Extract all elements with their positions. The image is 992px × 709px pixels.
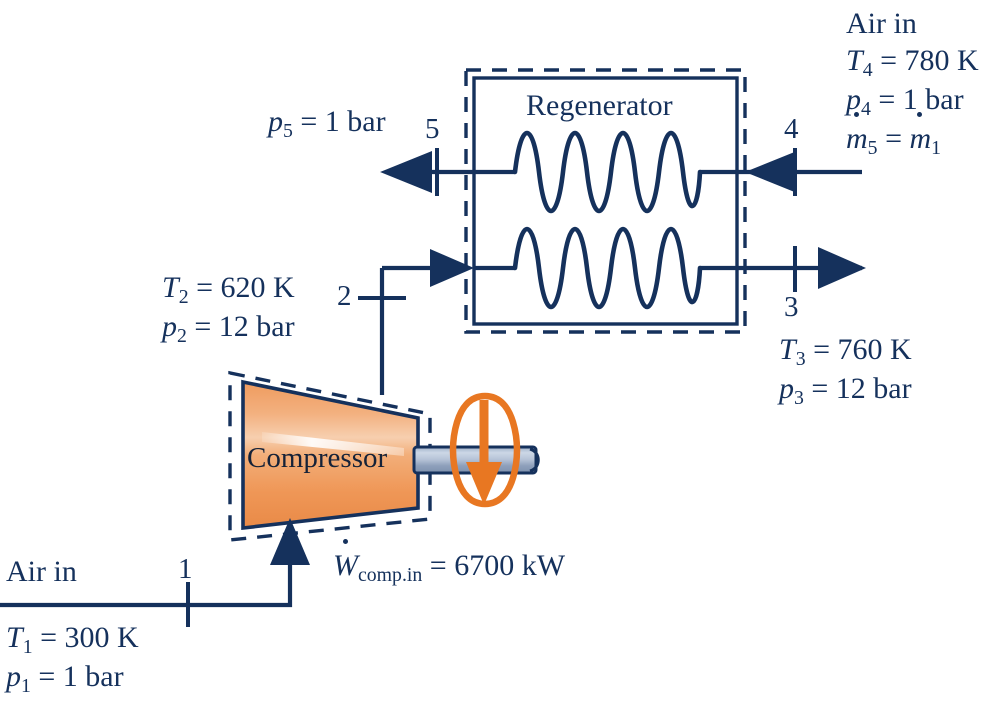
station-label-3: 3 [784,291,799,323]
arrowhead-state1 [270,518,310,565]
state5-annotation: p5 = 1 bar [268,104,386,143]
regenerator-box [472,76,739,326]
massflow-subscript-1: 1 [931,136,942,159]
state2-line2: p2 = 12 bar [162,309,295,348]
regenerator-dashed-boundary [464,68,747,334]
air-in-top-line3: p4 = 1 bar [846,82,979,121]
work-input-annotation: Wcomp.in = 6700 kW [333,539,566,587]
shaft-end-cap [529,447,540,473]
temperature-value-2: = 620 K [196,271,295,304]
work-value: = 6700 kW [429,549,566,582]
compressor-label: Compressor [247,442,388,474]
temperature-symbol-2: T [162,271,179,304]
arrowhead-state4 [745,151,797,193]
rotation-arrowhead [466,462,502,505]
state2-annotation: T2 = 620 K p2 = 12 bar [162,270,295,348]
state1-annotation: T1 = 300 K p1 = 1 bar [6,620,139,698]
regenerator-label: Regenerator [526,89,673,122]
pressure-symbol-1: p [6,660,21,694]
pressure-symbol-4: p [846,82,861,116]
pressure-subscript-1: 1 [21,675,31,698]
pressure-value-2: = 12 bar [194,310,295,344]
temperature-value-4: = 780 K [880,43,979,77]
arrowhead-state5 [380,151,432,193]
arrowhead-state3 [818,247,866,289]
station-label-4: 4 [784,113,799,145]
work-dot [342,539,348,544]
air-in-top-line1: Air in [846,7,917,40]
pressure-subscript-5: 5 [283,119,293,142]
compressor-gloss-highlight [262,432,404,456]
pressure-subscript-2: 2 [177,325,187,348]
massflow-equals: = [885,121,902,155]
temperature-symbol-3: T [779,333,796,366]
pressure-value-5: = 1 bar [300,105,386,138]
air-in-top-line2: T4 = 780 K [846,43,979,82]
state3-annotation: T3 = 760 K p3 = 12 bar [779,332,912,410]
pressure-value-1: = 1 bar [38,660,124,694]
state1-line2: p1 = 1 bar [6,659,139,698]
temperature-symbol-1: T [6,621,23,654]
regenerator-coil-lower [512,227,703,309]
massflow-dot-5 [853,111,859,117]
pressure-symbol-2: p [162,310,177,344]
massflow-symbol-5: m [846,121,868,155]
pressure-symbol-3: p [779,372,794,406]
rotation-arrow-ellipse [449,392,521,508]
work-subscript: comp.in [358,563,423,586]
temperature-subscript-4: 4 [862,58,873,81]
station-label-5: 5 [425,113,440,145]
pressure-subscript-3: 3 [794,387,804,410]
compressor-dashed-boundary [228,370,432,542]
temperature-subscript-2: 2 [178,285,189,308]
temperature-value-1: = 300 K [40,621,139,654]
massflow-dot-1 [917,111,923,117]
temperature-value-3: = 760 K [813,333,912,366]
temperature-subscript-3: 3 [795,347,806,370]
air-in-top-line4: m5 = m1 [846,111,979,160]
station-label-2: 2 [337,280,352,312]
temperature-subscript-1: 1 [22,635,33,658]
state3-line1: T3 = 760 K [779,332,912,371]
pressure-value-4: = 1 bar [878,82,964,116]
temperature-symbol-4: T [846,43,863,77]
station-label-1: 1 [178,553,193,585]
state1-line1: T1 = 300 K [6,620,139,659]
pressure-subscript-4: 4 [861,97,871,120]
arrowhead-state2 [430,249,474,287]
work-symbol: W [333,549,358,582]
massflow-symbol-1: m [909,121,932,155]
pressure-symbol-5: p [268,105,283,138]
massflow-subscript-5: 5 [867,136,878,159]
air-in-bottom-label: Air in [6,555,77,588]
state3-line2: p3 = 12 bar [779,371,912,410]
state2-line1: T2 = 620 K [162,270,295,309]
pressure-value-3: = 12 bar [811,372,912,406]
compressor-body [241,379,420,531]
regenerator-coil-upper [512,131,703,213]
air-in-top-annotation: Air in T4 = 780 K p4 = 1 bar m5 = m1 [846,6,979,160]
